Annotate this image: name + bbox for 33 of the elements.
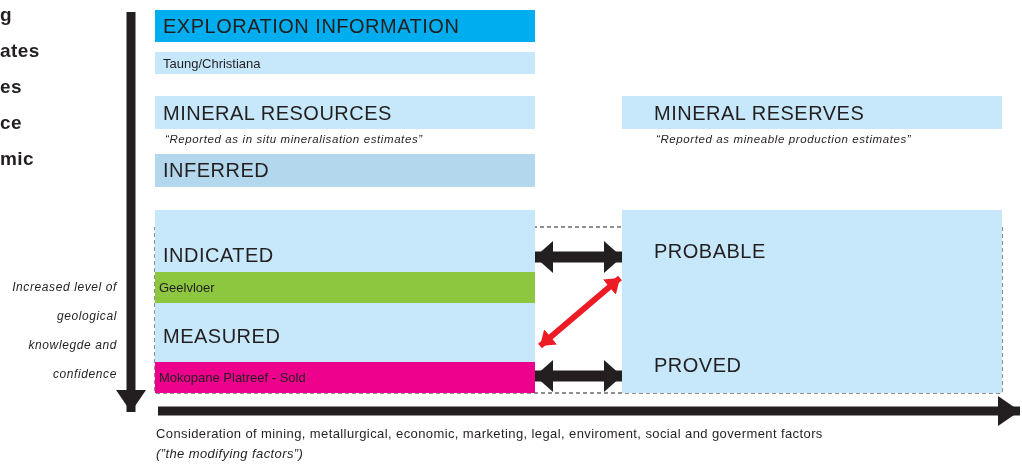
cut-heading-text: ates [0, 40, 40, 62]
axis-caption: Increased level of geological knowlegde and confidence [11, 279, 117, 383]
category-title: MINERAL RESOURCES [163, 102, 392, 125]
project-name: Taung/Christiana [163, 56, 261, 71]
heading-bar [155, 10, 535, 42]
cut-heading-text: es [0, 76, 22, 98]
project-name: Geelvloer [159, 280, 215, 295]
category-panel [155, 303, 535, 393]
category-title: MINERAL RESERVES [654, 102, 865, 125]
project-name: Mokopane Platreef - Sold [159, 370, 306, 385]
category-title: PROVED [654, 354, 742, 377]
project-bar [155, 362, 535, 393]
description-note: “Reported as in situ mineralisation estimates” [165, 133, 423, 145]
category-title: EXPLORATION INFORMATION [163, 15, 460, 38]
project-bar [155, 272, 535, 303]
double-arrow [538, 275, 622, 349]
axis-caption: Consideration of mining, metallurgical, economic, marketing, legal, enviroment, social and goverment factors [156, 426, 823, 441]
double-arrow [535, 241, 622, 273]
category-panel [622, 210, 1002, 303]
category-title: PROBABLE [654, 240, 766, 263]
category-title: MEASURED [163, 325, 281, 348]
description-note: “Reported as mineable production estimates” [656, 133, 912, 145]
cut-heading-text: mic [0, 148, 34, 170]
category-title: INFERRED [163, 159, 270, 182]
category-panel [622, 303, 1002, 393]
cut-heading-text: ce [0, 112, 22, 134]
category-bar [155, 154, 535, 187]
category-title: INDICATED [163, 244, 274, 267]
project-bar [155, 52, 535, 74]
category-panel [155, 210, 535, 303]
cut-heading-text: g [0, 4, 12, 26]
double-arrow [535, 360, 622, 392]
axis-caption: (”the modifying factors”) [156, 446, 304, 461]
